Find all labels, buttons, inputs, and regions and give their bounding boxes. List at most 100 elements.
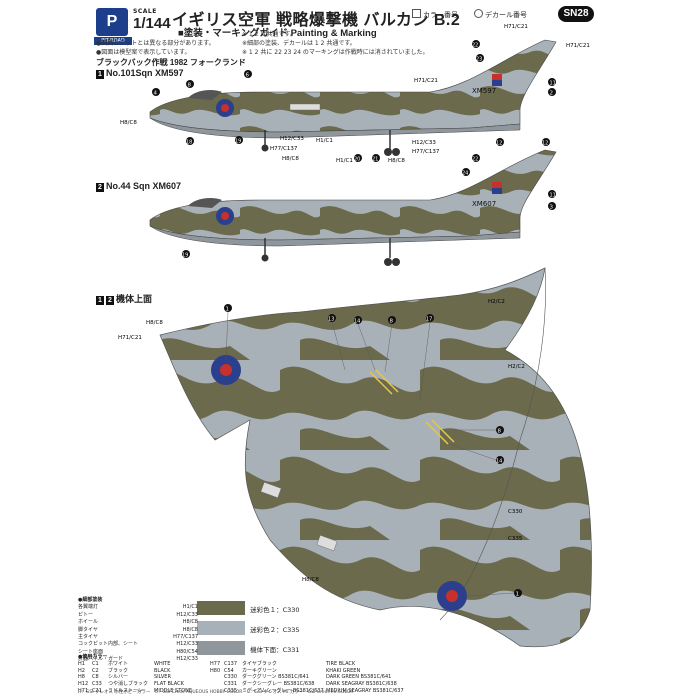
- legend-swatch-icon: [412, 9, 421, 18]
- roundel-red-2: [221, 212, 229, 220]
- marker-22: 22: [472, 43, 478, 49]
- serial-2: XM607: [472, 200, 496, 208]
- swatch-camo2: 迷彩色２：C335: [197, 617, 300, 636]
- legend-color-number: カラー番号: [412, 9, 458, 20]
- section-3-title: 機体上面: [116, 294, 153, 304]
- table-cell: C137: [224, 660, 238, 667]
- pitroad-logo: P: [96, 8, 128, 36]
- note-1: ●図面とキットとは異なる部分があります。: [96, 40, 215, 47]
- note-right-3: ※ 1 2 共に 22 23 24 のマーキングは作戦時には消されていました。: [242, 49, 429, 56]
- section-2-title: No.44 Sqn XM607: [106, 181, 182, 191]
- table-cell: H8/C8: [182, 626, 198, 633]
- legend-decal-label: デカール番号: [485, 11, 527, 19]
- table-cell: H1: [78, 660, 85, 667]
- marker-2: 2: [550, 91, 554, 97]
- table-cell: ダークシーグレー BS381C/638: [242, 681, 315, 688]
- table-cell: DARK SEAGRAY BS381C/638: [326, 681, 397, 688]
- legend-decal-icon: [474, 9, 483, 18]
- marker-14b: 14: [496, 459, 502, 465]
- scale-word: SCALE: [133, 8, 157, 15]
- marker-20: 20: [354, 157, 360, 163]
- callout-h1c1-1: H1/C1: [316, 138, 333, 144]
- swatch-camo1: 迷彩色１：C330: [197, 597, 300, 616]
- callout-h12c33-2: H12/C33: [412, 140, 436, 146]
- table-cell: H80/C54: [176, 648, 198, 655]
- page-subtitle: ■塗装・マーキングガイド Painting & Marking: [178, 28, 377, 39]
- table-cell: C331: [224, 681, 238, 688]
- top-view: [159, 267, 592, 648]
- marker-13: 13: [328, 317, 334, 323]
- table-cell: SILVER: [154, 674, 171, 681]
- marker-8b: 8: [390, 319, 394, 325]
- marker-18: 18: [186, 140, 192, 146]
- table-cell: TIRE BLACK: [326, 660, 356, 667]
- table-cell: C8: [92, 674, 99, 681]
- table-cell: カーキグリーン: [242, 667, 277, 674]
- table-cell: ホイール: [78, 619, 99, 626]
- table-cell: WHITE: [154, 660, 171, 667]
- marker-21: 21: [372, 157, 378, 163]
- table-cell: C335: [224, 687, 238, 694]
- table-cell: C21: [92, 687, 102, 694]
- belly-1: [149, 117, 521, 139]
- fin-flash-blue-2: [492, 188, 502, 194]
- table-cell: H2: [78, 667, 85, 674]
- callout-h71c21-4: H71/C21: [118, 335, 142, 341]
- table-cell: C2: [92, 667, 99, 674]
- callout-h71c21-3: H71/C21: [566, 43, 590, 49]
- swatch-underside-label: 機体下面：C331: [250, 646, 300, 654]
- logo-subtext: PIT-ROAD: [94, 37, 132, 45]
- marker-8c: 8: [498, 429, 502, 435]
- table-cell: ダークグリーン BS381C/641: [242, 674, 309, 681]
- table-cell: H12/C33: [176, 656, 198, 663]
- marker-1b: 1: [516, 592, 520, 598]
- fin-flash-blue-1: [492, 80, 502, 86]
- callout-c335: C335: [508, 536, 523, 542]
- swatch-camo2-label: 迷彩色２：C335: [250, 626, 300, 634]
- swatch-camo1-color: [197, 600, 245, 615]
- marker-11b: 11: [550, 193, 556, 199]
- note-right-1: ※ 1 2 は共通です。: [242, 31, 296, 38]
- callout-h8c8-4: H8/C8: [146, 320, 163, 326]
- marker-1: 1: [226, 307, 230, 313]
- table-cell: FLAT BLACK: [154, 681, 184, 688]
- callout-h71c21-1: H71/C21: [414, 78, 438, 84]
- table-cell: [210, 674, 224, 681]
- table-cell: タイヤブラック: [242, 660, 277, 667]
- marker-6: 6: [246, 73, 250, 79]
- table-cell: 脚タイヤ: [78, 626, 98, 633]
- delta-wing: [159, 267, 592, 648]
- swatch-camo2-color: [197, 620, 245, 635]
- marker-17: 17: [426, 317, 432, 323]
- section-number: 2: [106, 296, 114, 305]
- operation-heading: ブラックバック作戦 1982 フォークランド: [96, 58, 246, 67]
- color-list-heading: ●使用カラー: [78, 654, 108, 660]
- side-view-xm597: XM597: [149, 39, 557, 156]
- callout-h8c8-5: H8/C8: [302, 577, 319, 583]
- fuselage-top: [439, 267, 546, 621]
- table-cell: H12/C33: [176, 641, 198, 648]
- table-cell: 各翼端灯: [78, 604, 99, 611]
- marker-19: 19: [235, 139, 241, 145]
- table-cell: C330: [224, 674, 238, 681]
- marker-3: 3: [550, 205, 554, 211]
- table-cell: ミドルストーン: [108, 687, 143, 694]
- callout-markers: 4 8 6 18 19 22 23 11 2 12 12 20 21 22 24…: [152, 40, 556, 598]
- detail-table-heading: ●細部塗装: [78, 597, 103, 603]
- side-view-xm607: XM607: [149, 149, 557, 266]
- fuselage-2: [149, 149, 557, 241]
- callout-h2c2-1: H2/C2: [488, 299, 505, 305]
- table-cell: DARK GREEN BS381C/641: [326, 674, 392, 681]
- serial-1: XM597: [472, 87, 496, 95]
- table-cell: [210, 681, 224, 688]
- callout-h77c137-2: H77/C137: [412, 149, 440, 155]
